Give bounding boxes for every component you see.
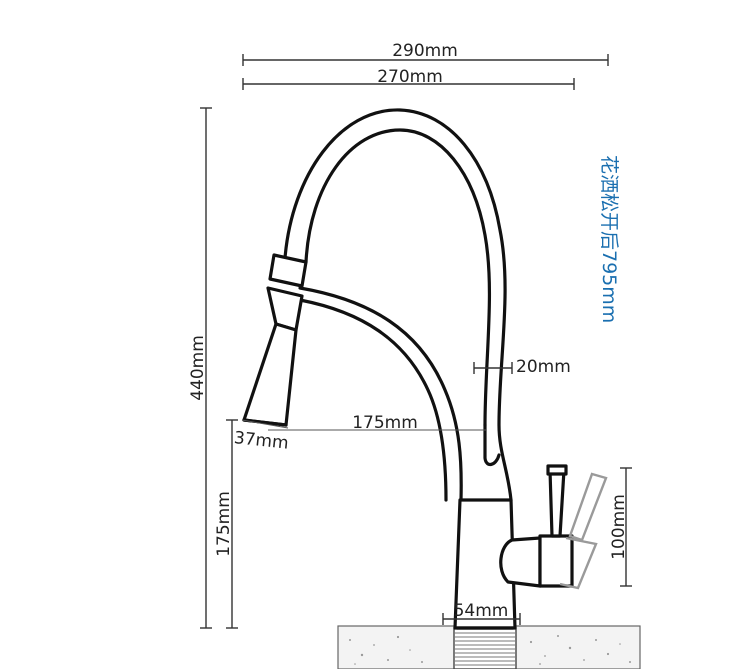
label-100mm: 100mm [609, 494, 629, 560]
handle [499, 464, 574, 588]
dim-440 [200, 107, 212, 629]
label-440mm: 440mm [188, 335, 208, 401]
dim-20 [473, 362, 513, 374]
dim-37 [241, 419, 289, 429]
dim-100 [620, 467, 632, 587]
label-175mm-horizontal: 175mm [352, 413, 418, 433]
threaded-shank [453, 627, 517, 669]
label-54mm: 54mm [454, 601, 509, 621]
faucet-body [453, 498, 517, 630]
label-20mm: 20mm [516, 357, 571, 377]
gooseneck-spout [283, 108, 513, 502]
dim-175-vertical [226, 419, 238, 629]
label-270mm: 270mm [377, 67, 443, 87]
label-290mm: 290mm [392, 41, 458, 61]
dim-54 [442, 613, 521, 625]
dim-290 [242, 54, 609, 66]
handle-rotated-ghost [559, 472, 608, 590]
label-37mm: 37mm [233, 428, 290, 454]
label-175mm-vertical: 175mm [214, 491, 234, 557]
dim-270 [242, 78, 575, 90]
annotation-hose-extended: 花洒松开后795mm [598, 155, 620, 323]
spray-head [242, 253, 308, 427]
